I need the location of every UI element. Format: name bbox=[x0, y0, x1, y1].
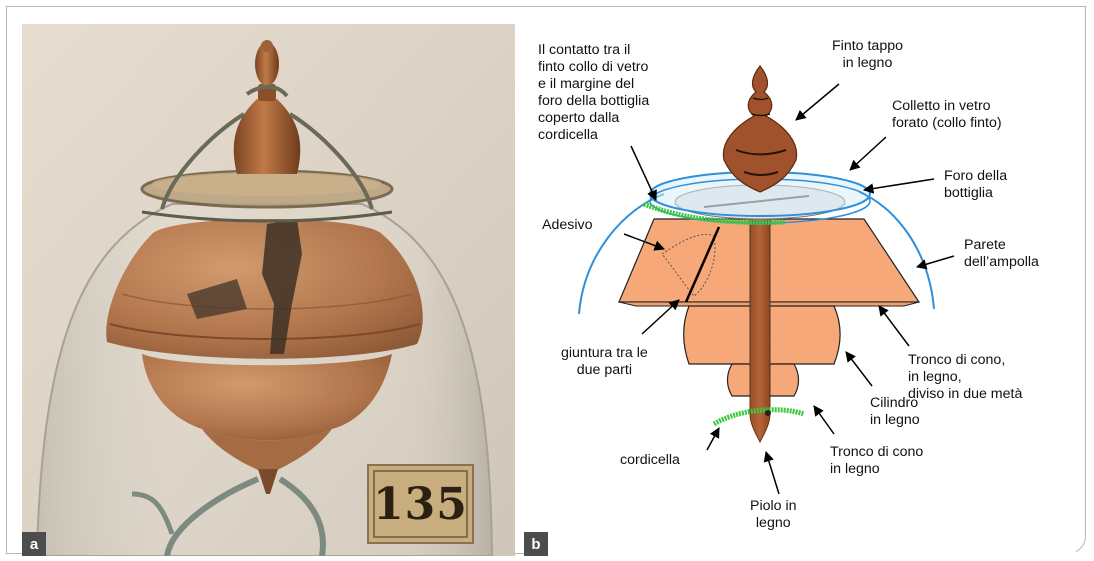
label-adhesive: Adesivo bbox=[542, 217, 592, 234]
panel-badge-a: a bbox=[22, 532, 46, 556]
label-cord: cordicella bbox=[620, 452, 680, 469]
label-peg: Piolo in legno bbox=[750, 498, 797, 532]
label-frustum: Tronco di cono in legno bbox=[830, 444, 923, 478]
label-flask-wall: Parete dell’ampolla bbox=[964, 237, 1039, 271]
tag-number-text: 135 bbox=[368, 465, 473, 543]
label-contact: Il contatto tra il finto collo di vetro … bbox=[538, 42, 649, 144]
label-fake-cap: Finto tappo in legno bbox=[832, 38, 903, 72]
label-frustum-split: Tronco di cono, in legno, diviso in due … bbox=[908, 352, 1022, 403]
label-cylinder: Cilindro in legno bbox=[870, 395, 920, 429]
label-collar: Colletto in vetro forato (collo finto) bbox=[892, 98, 1002, 132]
label-joint: giuntura tra le due parti bbox=[561, 345, 648, 379]
photo-panel: 135 a bbox=[22, 24, 515, 556]
diagram-panel: Il contatto tra il finto collo di vetro … bbox=[524, 24, 1076, 556]
label-bottle-hole: Foro della bottiglia bbox=[944, 168, 1007, 202]
panel-badge-b: b bbox=[524, 532, 548, 556]
